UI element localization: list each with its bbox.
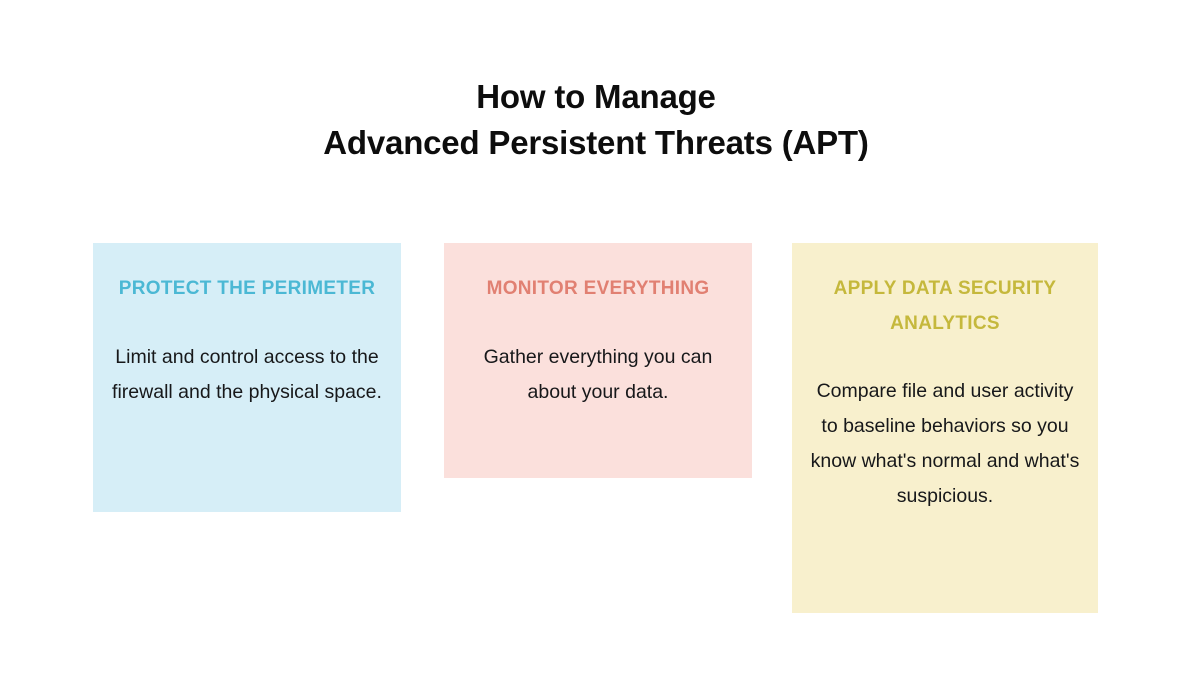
- card-protect-the-perimeter: PROTECT THE PERIMETER Limit and control …: [93, 243, 401, 512]
- card-body: Limit and control access to the firewall…: [112, 346, 382, 403]
- page-title-line-2: Advanced Persistent Threats (APT): [323, 124, 869, 161]
- card-body: Compare file and user activity to baseli…: [810, 380, 1080, 507]
- card-apply-data-security-analytics: APPLY DATA SECURITY ANALYTICS Compare fi…: [792, 243, 1098, 613]
- card-heading: APPLY DATA SECURITY ANALYTICS: [833, 278, 1057, 334]
- card-heading: PROTECT THE PERIMETER: [118, 278, 376, 299]
- page-title-line-1: How to Manage: [476, 78, 716, 115]
- card-heading: MONITOR EVERYTHING: [486, 278, 710, 299]
- page-title: How to Manage Advanced Persistent Threat…: [0, 74, 1192, 166]
- card-body: Gather everything you can about your dat…: [483, 346, 713, 403]
- cards-row: PROTECT THE PERIMETER Limit and control …: [0, 243, 1192, 643]
- card-monitor-everything: MONITOR EVERYTHING Gather everything you…: [444, 243, 752, 478]
